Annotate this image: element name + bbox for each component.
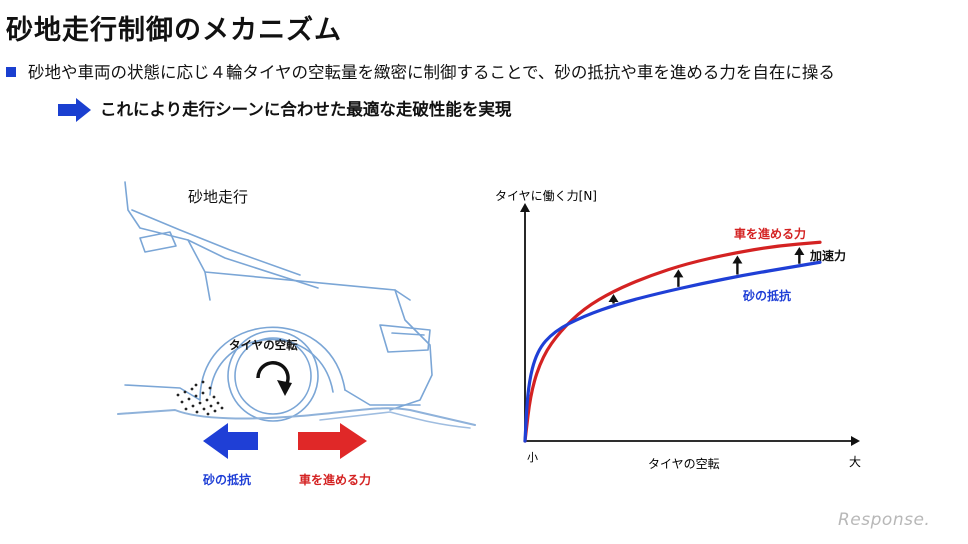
wheel-spin-label: タイヤの空転 bbox=[229, 338, 298, 352]
x-axis-min-label: 小 bbox=[527, 451, 538, 464]
conclusion-text: これにより走行シーンに合わせた最適な走破性能を実現 bbox=[100, 100, 512, 119]
series-label-driving-force: 車を進める力 bbox=[734, 226, 806, 241]
driving-force-arrow-icon bbox=[298, 423, 367, 459]
resistance-label: 砂の抵抗 bbox=[203, 473, 252, 487]
bullet-text: 砂地や車両の状態に応じ４輪タイヤの空転量を緻密に制御することで、砂の抵抗や車を進… bbox=[28, 63, 835, 82]
x-axis-max-label: 大 bbox=[849, 455, 861, 469]
page-title: 砂地走行制御のメカニズム bbox=[6, 15, 342, 46]
driving-force-label: 車を進める力 bbox=[299, 473, 372, 487]
rotation-arrow-icon bbox=[256, 361, 292, 396]
y-axis-arrowhead bbox=[520, 203, 530, 212]
series-line-0 bbox=[523, 240, 822, 443]
acceleration-arrowhead-1 bbox=[673, 269, 684, 278]
conclusion-row: これにより走行シーンに合わせた最適な走破性能を実現 bbox=[58, 96, 511, 122]
y-axis-label: タイヤに働く力[N] bbox=[495, 189, 597, 203]
acceleration-label: 加速力 bbox=[809, 248, 846, 263]
right-arrow-icon bbox=[58, 98, 91, 122]
scene-label: 砂地走行 bbox=[188, 188, 249, 206]
x-axis-label: タイヤの空転 bbox=[648, 457, 720, 471]
acceleration-arrowhead-2 bbox=[732, 255, 743, 264]
bullet-square-icon bbox=[6, 67, 16, 77]
series-line-1 bbox=[523, 260, 822, 443]
resistance-arrow-icon bbox=[203, 423, 258, 459]
series-label-resistance: 砂の抵抗 bbox=[742, 288, 791, 303]
acceleration-arrowhead-3 bbox=[794, 247, 805, 255]
x-axis-arrowhead bbox=[851, 436, 860, 446]
watermark: Response. bbox=[838, 510, 931, 530]
bullet-point: 砂地や車両の状態に応じ４輪タイヤの空転量を緻密に制御することで、砂の抵抗や車を進… bbox=[6, 59, 835, 83]
acceleration-arrowhead-0 bbox=[608, 294, 619, 302]
